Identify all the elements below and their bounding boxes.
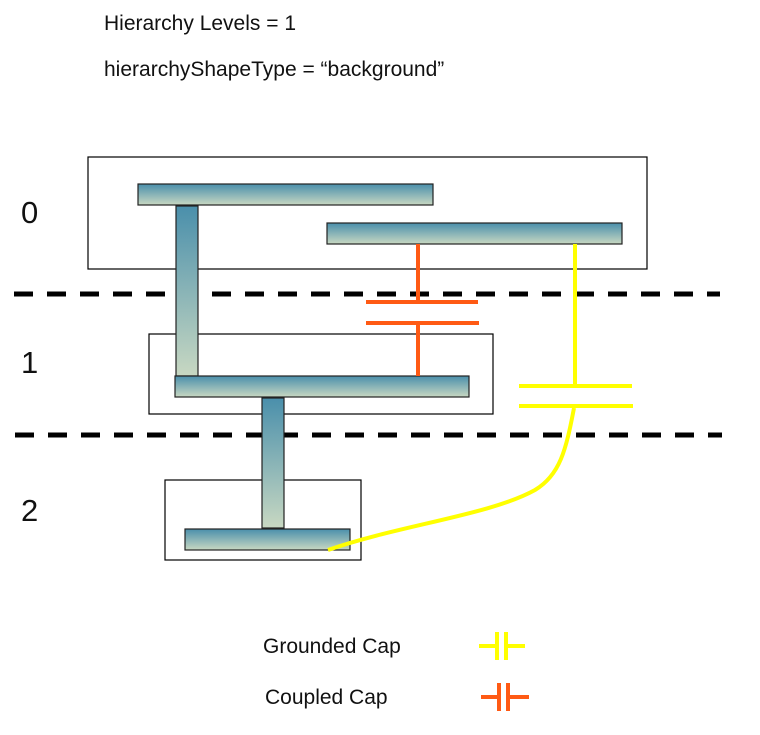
wire-level2	[184, 528, 351, 551]
hierarchy-levels-label: Hierarchy Levels = 1	[104, 12, 297, 35]
grounded-capacitor-icon	[479, 632, 525, 660]
via-level0-to-level1	[175, 205, 199, 377]
hierarchy-shape-type-label: hierarchyShapeType = “background”	[104, 58, 445, 81]
level-label-1: 1	[21, 345, 39, 380]
level-label-2: 2	[21, 493, 39, 528]
level-1-background-box	[148, 333, 494, 415]
wire-level0-upper	[137, 183, 434, 206]
coupled-capacitor	[366, 244, 479, 376]
legend-coupled-cap-label: Coupled Cap	[265, 686, 388, 709]
grounded-capacitor	[327, 244, 633, 552]
wire-level0-right	[326, 222, 623, 245]
level-0-background-box	[87, 156, 648, 270]
via-level1-to-level2	[261, 397, 285, 529]
legend-grounded-cap-label: Grounded Cap	[263, 635, 401, 658]
level-label-0: 0	[21, 195, 39, 230]
coupled-capacitor-icon	[481, 683, 529, 711]
wire-level1	[174, 375, 470, 398]
